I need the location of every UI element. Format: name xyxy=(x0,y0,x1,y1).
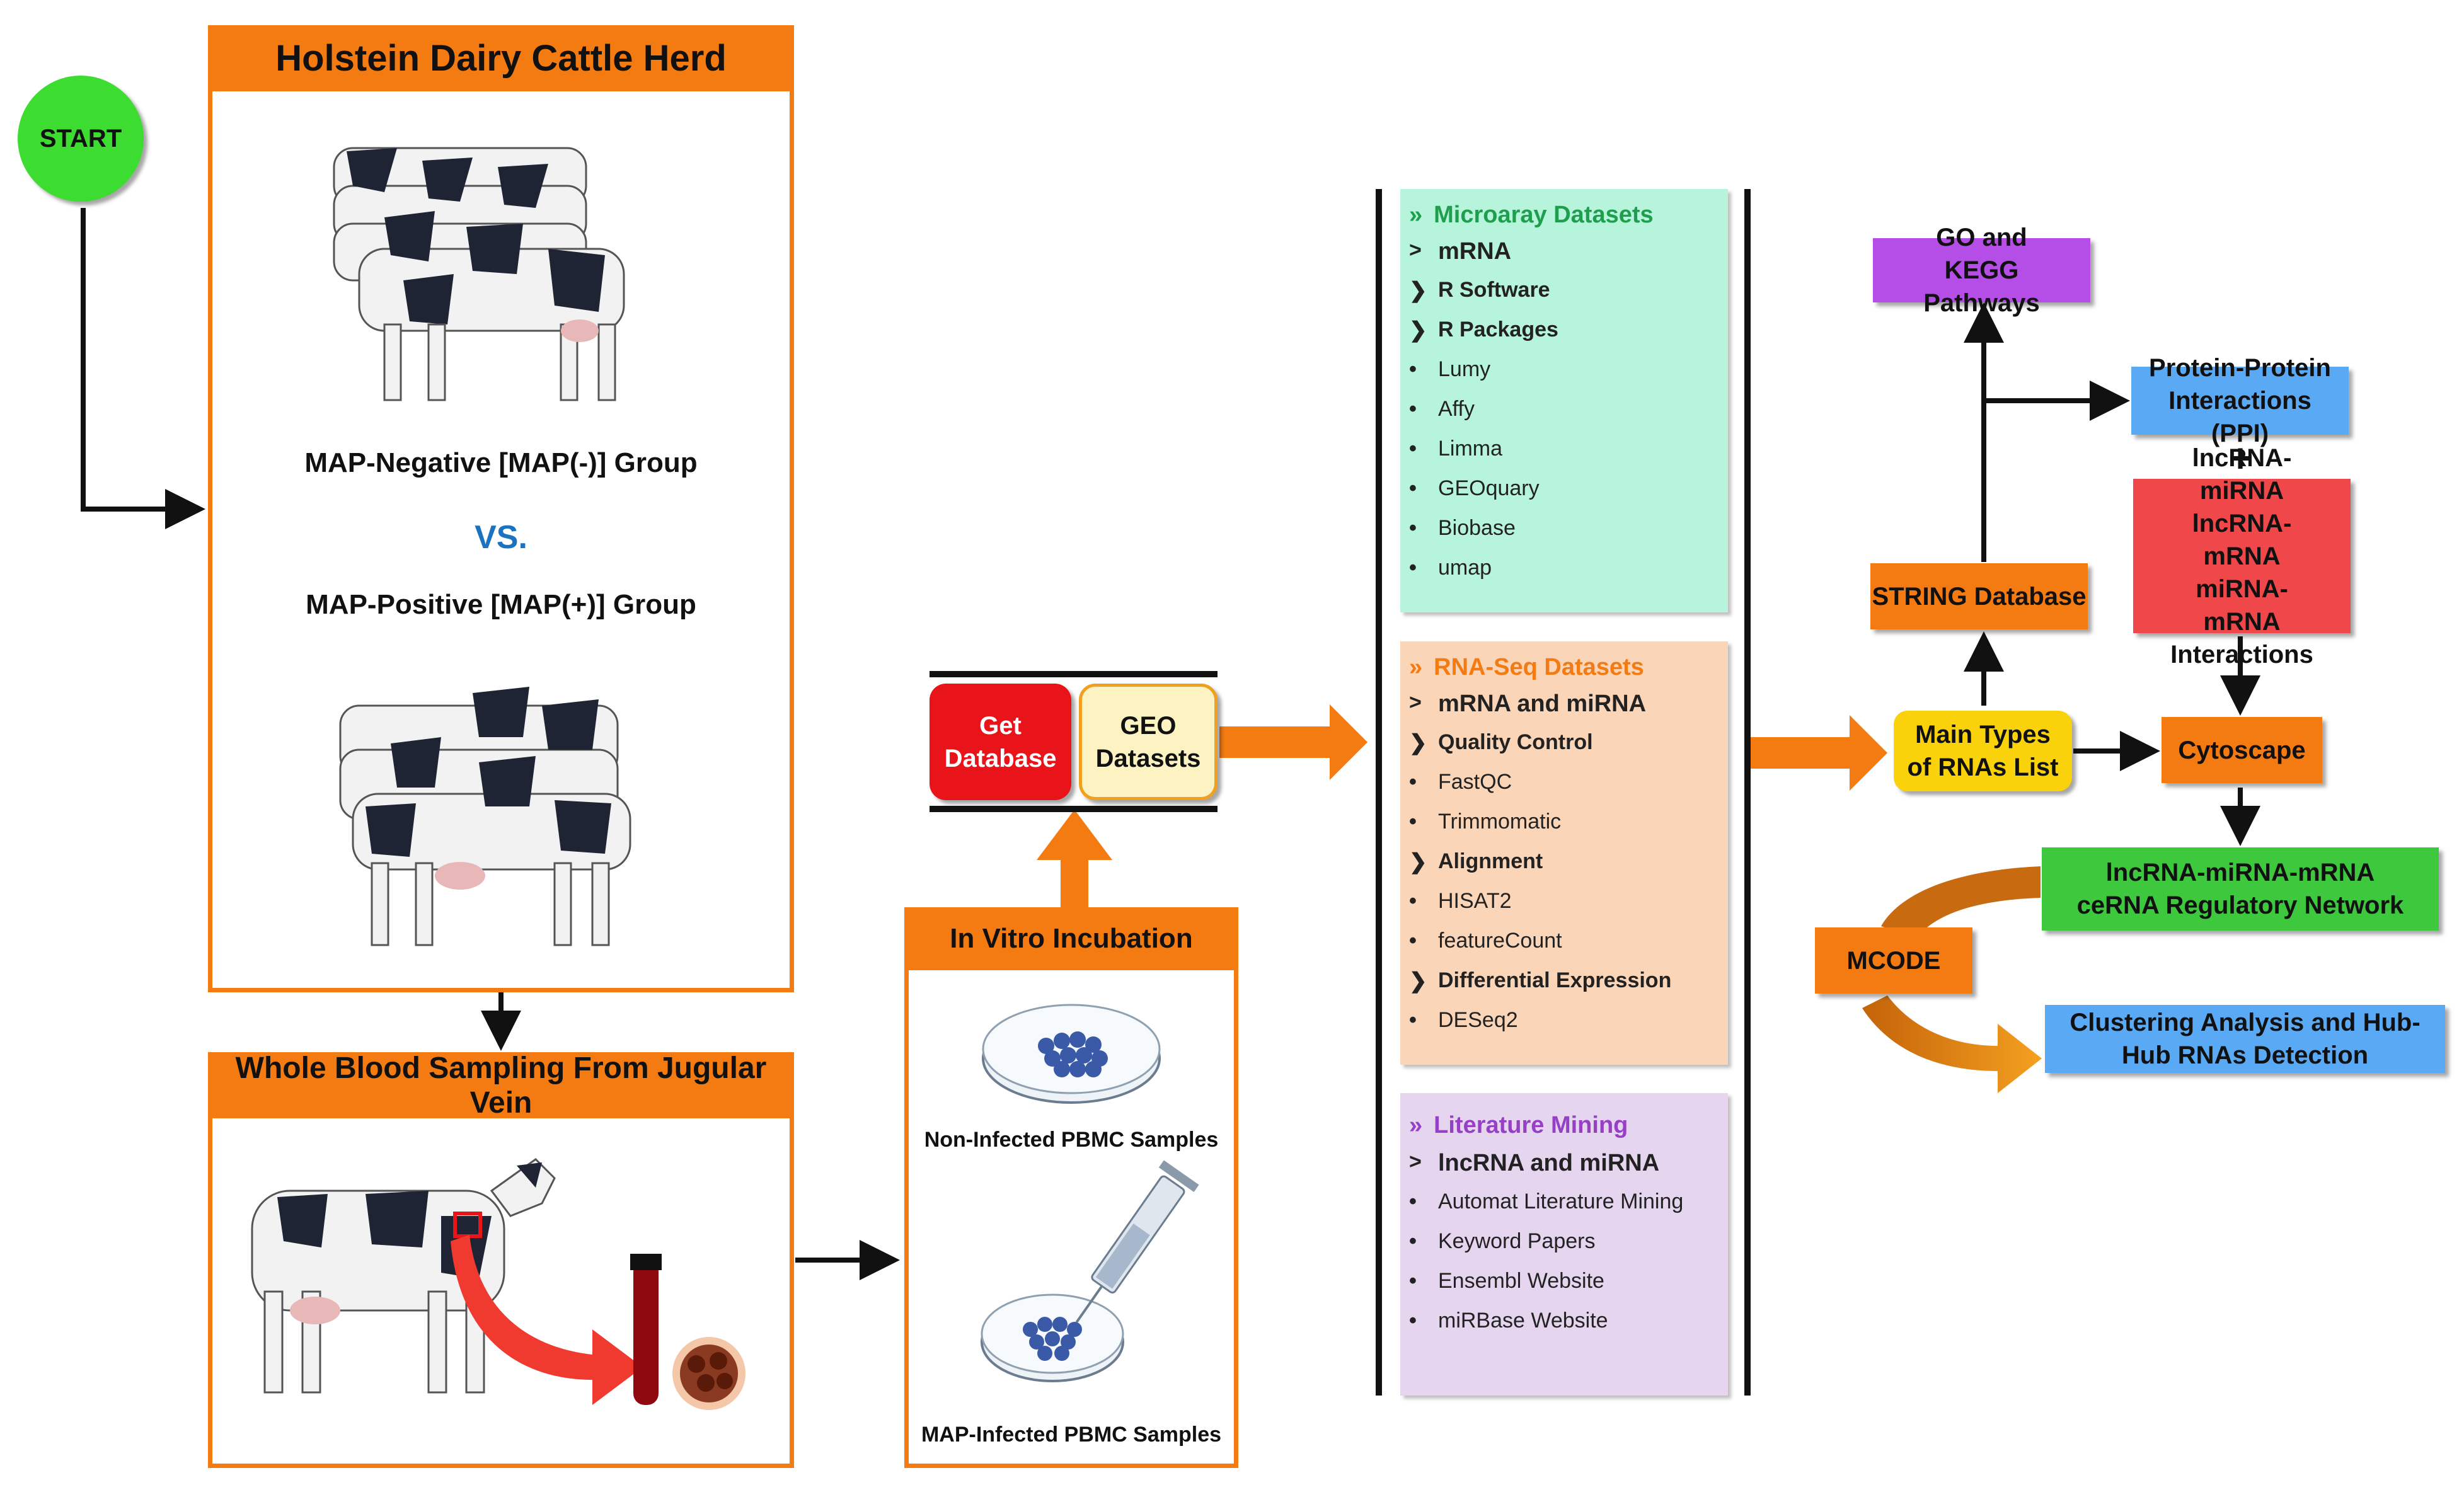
bullet-icon: • xyxy=(1409,1008,1417,1032)
bullet-icon: • xyxy=(1409,357,1417,381)
list-item-label: Biobase xyxy=(1438,516,1516,540)
rnaseq-header: » RNA-Seq Datasets xyxy=(1409,654,1644,681)
list-item-label: Alignment xyxy=(1438,849,1543,873)
start-label: START xyxy=(39,124,122,152)
list-item-label: R Software xyxy=(1438,278,1550,302)
double-chevron-icon: » xyxy=(1409,654,1423,680)
non-infected-label: Non-Infected PBMC Samples xyxy=(924,1128,1219,1152)
bullet-icon: • xyxy=(1409,889,1417,913)
interactions-box: lncRNA-miRNA lncRNA-mRNA miRNA-mRNA Inte… xyxy=(2133,444,2351,668)
cytoscape-box: Cytoscape xyxy=(2162,717,2322,783)
cattle-herd-bottom-illustration xyxy=(339,687,631,946)
petri-dish-infected-icon xyxy=(981,1160,1199,1382)
list-item-label: Affy xyxy=(1438,397,1475,421)
mcode-box: MCODE xyxy=(1815,927,1972,994)
cow-blood-illustration xyxy=(251,1158,746,1410)
microarray-header-label: Microaray Datasets xyxy=(1434,202,1654,228)
string-database-box: STRING Database xyxy=(1870,563,2088,629)
database-to-datasets-arrow xyxy=(1219,704,1367,780)
list-item-label: umap xyxy=(1438,556,1492,580)
cerna-network-box: lncRNA-miRNA-mRNA ceRNA Regulatory Netwo… xyxy=(2042,847,2439,931)
start-node: START xyxy=(18,76,144,202)
microarray-panel: » Microaray Datasets > mRNA ❯ R Software ❯ R P… xyxy=(1400,189,1728,612)
bullet-icon: • xyxy=(1409,437,1417,461)
mcode-to-clustering-arrow xyxy=(1862,995,2042,1093)
bullet-icon: • xyxy=(1409,929,1417,953)
bullet-icon: • xyxy=(1409,516,1417,540)
infected-label: MAP-Infected PBMC Samples xyxy=(921,1423,1222,1447)
chevron-right-icon: > xyxy=(1409,1150,1422,1174)
list-item-label: Ensembl Website xyxy=(1438,1269,1604,1293)
literature-header: » Literature Mining xyxy=(1409,1112,1628,1139)
rnaseq-header-label: RNA-Seq Datasets xyxy=(1434,654,1644,680)
cerna-to-mcode-curve xyxy=(1881,866,2041,939)
literature-header-label: Literature Mining xyxy=(1434,1112,1628,1138)
list-item-label: GEOquary xyxy=(1438,476,1540,500)
start-to-herd-arrow xyxy=(81,208,205,529)
chevron-right-icon: > xyxy=(1409,238,1422,262)
bullet-icon: • xyxy=(1409,1269,1417,1293)
microarray-header: » Microaray Datasets xyxy=(1409,202,1654,229)
list-item-label: HISAT2 xyxy=(1438,889,1512,913)
vs-label: VS. xyxy=(475,519,527,556)
cattle-herd-top-illustration xyxy=(333,147,625,401)
chevron-right-icon: ❯ xyxy=(1409,969,1427,993)
literature-panel: » Literature Mining > lncRNA and miRNA • Aut… xyxy=(1400,1093,1728,1396)
datasets-to-main-types-arrow xyxy=(1751,715,1887,791)
list-item-label: mRNA xyxy=(1438,238,1512,265)
chevron-right-icon: > xyxy=(1409,691,1422,714)
bullet-icon: • xyxy=(1409,810,1417,834)
list-item-label: Keyword Papers xyxy=(1438,1229,1596,1253)
bullet-icon: • xyxy=(1409,1309,1417,1333)
double-chevron-icon: » xyxy=(1409,202,1423,228)
herd-title: Holstein Dairy Cattle Herd xyxy=(208,25,794,91)
bullet-icon: • xyxy=(1409,556,1417,580)
list-item-label: Lumy xyxy=(1438,357,1491,381)
list-item-label: FastQC xyxy=(1438,770,1512,794)
bullet-icon: • xyxy=(1409,476,1417,500)
bullet-icon: • xyxy=(1409,397,1417,421)
rnaseq-panel: » RNA-Seq Datasets > mRNA and miRNA ❯ Qualit… xyxy=(1400,641,1728,1065)
list-item-label: DESeq2 xyxy=(1438,1008,1518,1032)
list-item-label: Limma xyxy=(1438,437,1503,461)
map-negative-label: MAP-Negative [MAP(-)] Group xyxy=(304,447,698,478)
plus-sign: + xyxy=(2228,435,2252,481)
ppi-box: Protein-Protein Interactions (PPI) xyxy=(2131,354,2349,447)
geo-datasets-box: GEO Datasets xyxy=(1079,684,1218,800)
incubation-title: In Vitro Incubation xyxy=(904,907,1238,970)
incubation-to-database-arrow xyxy=(1037,810,1112,907)
chevron-right-icon: ❯ xyxy=(1409,278,1427,302)
chevron-right-icon: ❯ xyxy=(1409,731,1427,755)
double-chevron-icon: » xyxy=(1409,1112,1423,1138)
list-item-label: Differential Expression xyxy=(1438,968,1672,992)
list-item-label: lncRNA and miRNA xyxy=(1438,1150,1660,1176)
bullet-icon: • xyxy=(1409,770,1417,794)
clustering-box: Clustering Analysis and Hub-Hub RNAs Det… xyxy=(2045,1005,2445,1073)
list-item-label: R Packages xyxy=(1438,318,1558,341)
get-database-box: Get Database xyxy=(930,684,1071,800)
list-item-label: miRBase Website xyxy=(1438,1309,1608,1333)
go-kegg-box: GO and KEGG Pathways xyxy=(1873,224,2090,317)
map-positive-label: MAP-Positive [MAP(+)] Group xyxy=(306,589,696,620)
bullet-icon: • xyxy=(1409,1229,1417,1253)
list-item-label: Quality Control xyxy=(1438,730,1593,754)
petri-dish-non-infected-icon xyxy=(982,1004,1161,1104)
chevron-right-icon: ❯ xyxy=(1409,850,1427,874)
list-item-label: Trimmomatic xyxy=(1438,810,1562,834)
bullet-icon: • xyxy=(1409,1190,1417,1213)
blood-title: Whole Blood Sampling From Jugular Vein xyxy=(208,1052,794,1120)
list-item-label: featureCount xyxy=(1438,929,1562,953)
main-types-box: Main Types of RNAs List xyxy=(1894,711,2072,791)
list-item-label: Automat Literature Mining xyxy=(1438,1190,1684,1213)
chevron-right-icon: ❯ xyxy=(1409,318,1427,342)
list-item-label: mRNA and miRNA xyxy=(1438,691,1647,717)
